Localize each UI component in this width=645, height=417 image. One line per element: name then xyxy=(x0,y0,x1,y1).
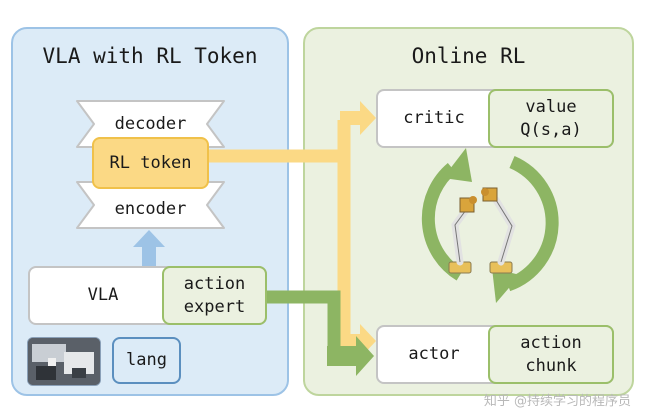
robot-camera-image xyxy=(27,337,101,386)
lang-node: lang xyxy=(112,337,181,384)
online-rl-panel-title: Online RL xyxy=(411,44,526,68)
action-chunk-node: action chunk xyxy=(488,325,614,384)
cycle-arrowhead-top xyxy=(443,148,472,182)
cycle-arrow-right xyxy=(505,156,559,292)
decoder-node: decoder xyxy=(114,113,187,134)
actor-label: actor xyxy=(408,344,460,365)
yellow-arrow-to-critic xyxy=(340,101,376,135)
rltoken-yellow-trunk xyxy=(208,120,351,350)
expert-green-line xyxy=(267,290,341,354)
encoder-node: encoder xyxy=(114,198,187,219)
watermark: 知乎 @持续学习的程序员 xyxy=(483,394,631,409)
rl-token-node: RL token xyxy=(92,137,209,189)
vla-panel-title: VLA with RL Token xyxy=(42,44,258,68)
vla-label: VLA xyxy=(87,285,119,306)
value-node: value Q(s,a) xyxy=(488,89,614,148)
robot-arms-icon xyxy=(448,187,516,274)
critic-label: critic xyxy=(403,108,465,129)
encoder-shape xyxy=(76,181,225,229)
vla-to-encoder-arrow xyxy=(133,230,165,266)
cycle-arrowhead-bottom xyxy=(492,268,520,303)
action-expert-node: action expert xyxy=(162,266,267,325)
decoder-shape xyxy=(76,100,225,148)
green-arrow-to-actor xyxy=(327,336,374,376)
cycle-arrow-left xyxy=(421,163,464,281)
